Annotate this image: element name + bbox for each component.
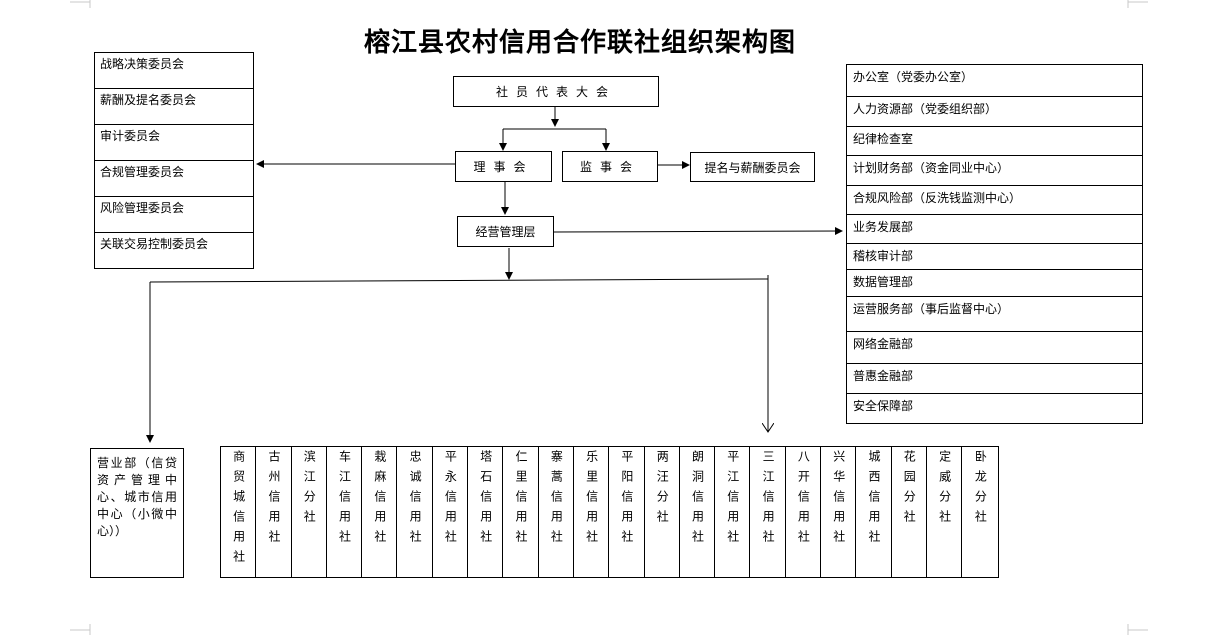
branch-cell: 城西信用社 [856, 447, 892, 577]
department-item: 人力资源部（党委组织部） [847, 97, 1142, 127]
committee-item: 合规管理委员会 [95, 161, 253, 197]
committee-list: 战略决策委员会 薪酬及提名委员会 审计委员会 合规管理委员会 风险管理委员会 关… [94, 52, 254, 269]
branch-label: 八开信用社 [796, 450, 811, 550]
department-item: 纪律检查室 [847, 127, 1142, 156]
management-to-departments-line [552, 227, 843, 236]
branch-cell: 寨蒿信用社 [539, 447, 574, 577]
branch-cell: 商贸城信用社 [221, 447, 257, 577]
management-box: 经营管理层 [457, 216, 554, 247]
branch-cell: 乐里信用社 [574, 447, 610, 577]
department-list: 办公室（党委办公室） 人力资源部（党委组织部） 纪律检查室 计划财务部（资金同业… [846, 64, 1143, 424]
branch-cell: 忠诚信用社 [397, 447, 433, 577]
branch-cell: 塔石信用社 [468, 447, 504, 577]
branch-cell: 平阳信用社 [609, 447, 645, 577]
department-item: 运营服务部（事后监督中心） [847, 297, 1142, 332]
branch-label: 朗洞信用社 [690, 450, 705, 550]
branch-label: 滨江分社 [302, 450, 317, 530]
branch-label: 平阳信用社 [619, 450, 634, 550]
branch-label: 兴华信用社 [831, 450, 846, 550]
branch-cell: 古州信用社 [256, 447, 292, 577]
department-item: 合规风险部（反洗钱监测中心） [847, 186, 1142, 215]
branch-cell: 八开信用社 [786, 447, 822, 577]
branch-cell: 平江信用社 [715, 447, 751, 577]
board-box: 理事会 [455, 151, 552, 182]
committee-item: 风险管理委员会 [95, 197, 253, 233]
department-item: 网络金融部 [847, 332, 1142, 364]
branch-label: 两汪分社 [655, 450, 670, 530]
committee-item: 关联交易控制委员会 [100, 237, 209, 251]
supervisory-box: 监事会 [562, 151, 658, 182]
branch-grid: 商贸城信用社 古州信用社 滨江分社 车江信用社 栽麻信用社 忠诚信用社 平永信用社 塔石信用社… [220, 446, 999, 578]
assembly-box: 社员代表大会 [453, 76, 659, 107]
branch-cell: 滨江分社 [292, 447, 327, 577]
branch-cell: 朗洞信用社 [680, 447, 716, 577]
nomination-box: 提名与薪酬委员会 [690, 152, 815, 182]
branch-cell: 花园分社 [892, 447, 927, 577]
department-item: 计划财务部（资金同业中心） [847, 156, 1142, 186]
department-item: 稽核审计部 [847, 244, 1142, 270]
branch-label: 乐里信用社 [584, 450, 599, 550]
committee-item: 薪酬及提名委员会 [95, 89, 253, 125]
branch-label: 城西信用社 [866, 450, 881, 550]
branch-label: 平江信用社 [725, 450, 740, 550]
department-item: 普惠金融部 [847, 364, 1142, 394]
branch-label: 定威分社 [937, 450, 952, 530]
branch-cell: 车江信用社 [327, 447, 363, 577]
branch-cell: 仁里信用社 [503, 447, 539, 577]
business-dept-box: 营业部（信贷资产管理中心、城市信用中心（小微中心）） [90, 448, 184, 578]
branch-label: 栽麻信用社 [372, 450, 387, 550]
branch-label: 寨蒿信用社 [549, 450, 564, 550]
branch-label: 三江信用社 [761, 450, 776, 550]
branch-label: 忠诚信用社 [408, 450, 423, 550]
page-title: 榕江县农村信用合作联社组织架构图 [363, 28, 796, 58]
branch-cell: 栽麻信用社 [362, 447, 398, 577]
crop-marks [70, 0, 1148, 635]
branch-cell: 卧龙分社 [962, 447, 997, 577]
branch-label: 平永信用社 [443, 450, 458, 550]
branch-label: 古州信用社 [266, 450, 281, 550]
branch-cell: 三江信用社 [750, 447, 786, 577]
branch-cell: 平永信用社 [433, 447, 469, 577]
committee-item: 审计委员会 [95, 125, 253, 161]
department-item: 数据管理部 [847, 270, 1142, 297]
branch-cell: 定威分社 [927, 447, 963, 577]
branch-label: 花园分社 [902, 450, 917, 530]
department-item: 业务发展部 [847, 215, 1142, 244]
branch-label: 卧龙分社 [973, 450, 988, 530]
department-item: 办公室（党委办公室） [847, 65, 1142, 97]
branch-cell: 两汪分社 [645, 447, 680, 577]
committee-item: 战略决策委员会 [95, 53, 253, 89]
branch-label: 塔石信用社 [478, 450, 493, 550]
branch-label: 仁里信用社 [514, 450, 529, 550]
department-item: 安全保障部 [853, 399, 914, 413]
branch-label: 商贸城信用社 [231, 450, 246, 570]
branch-label: 车江信用社 [337, 450, 352, 550]
branch-cell: 兴华信用社 [821, 447, 857, 577]
bottom-bus-line [149, 278, 769, 283]
